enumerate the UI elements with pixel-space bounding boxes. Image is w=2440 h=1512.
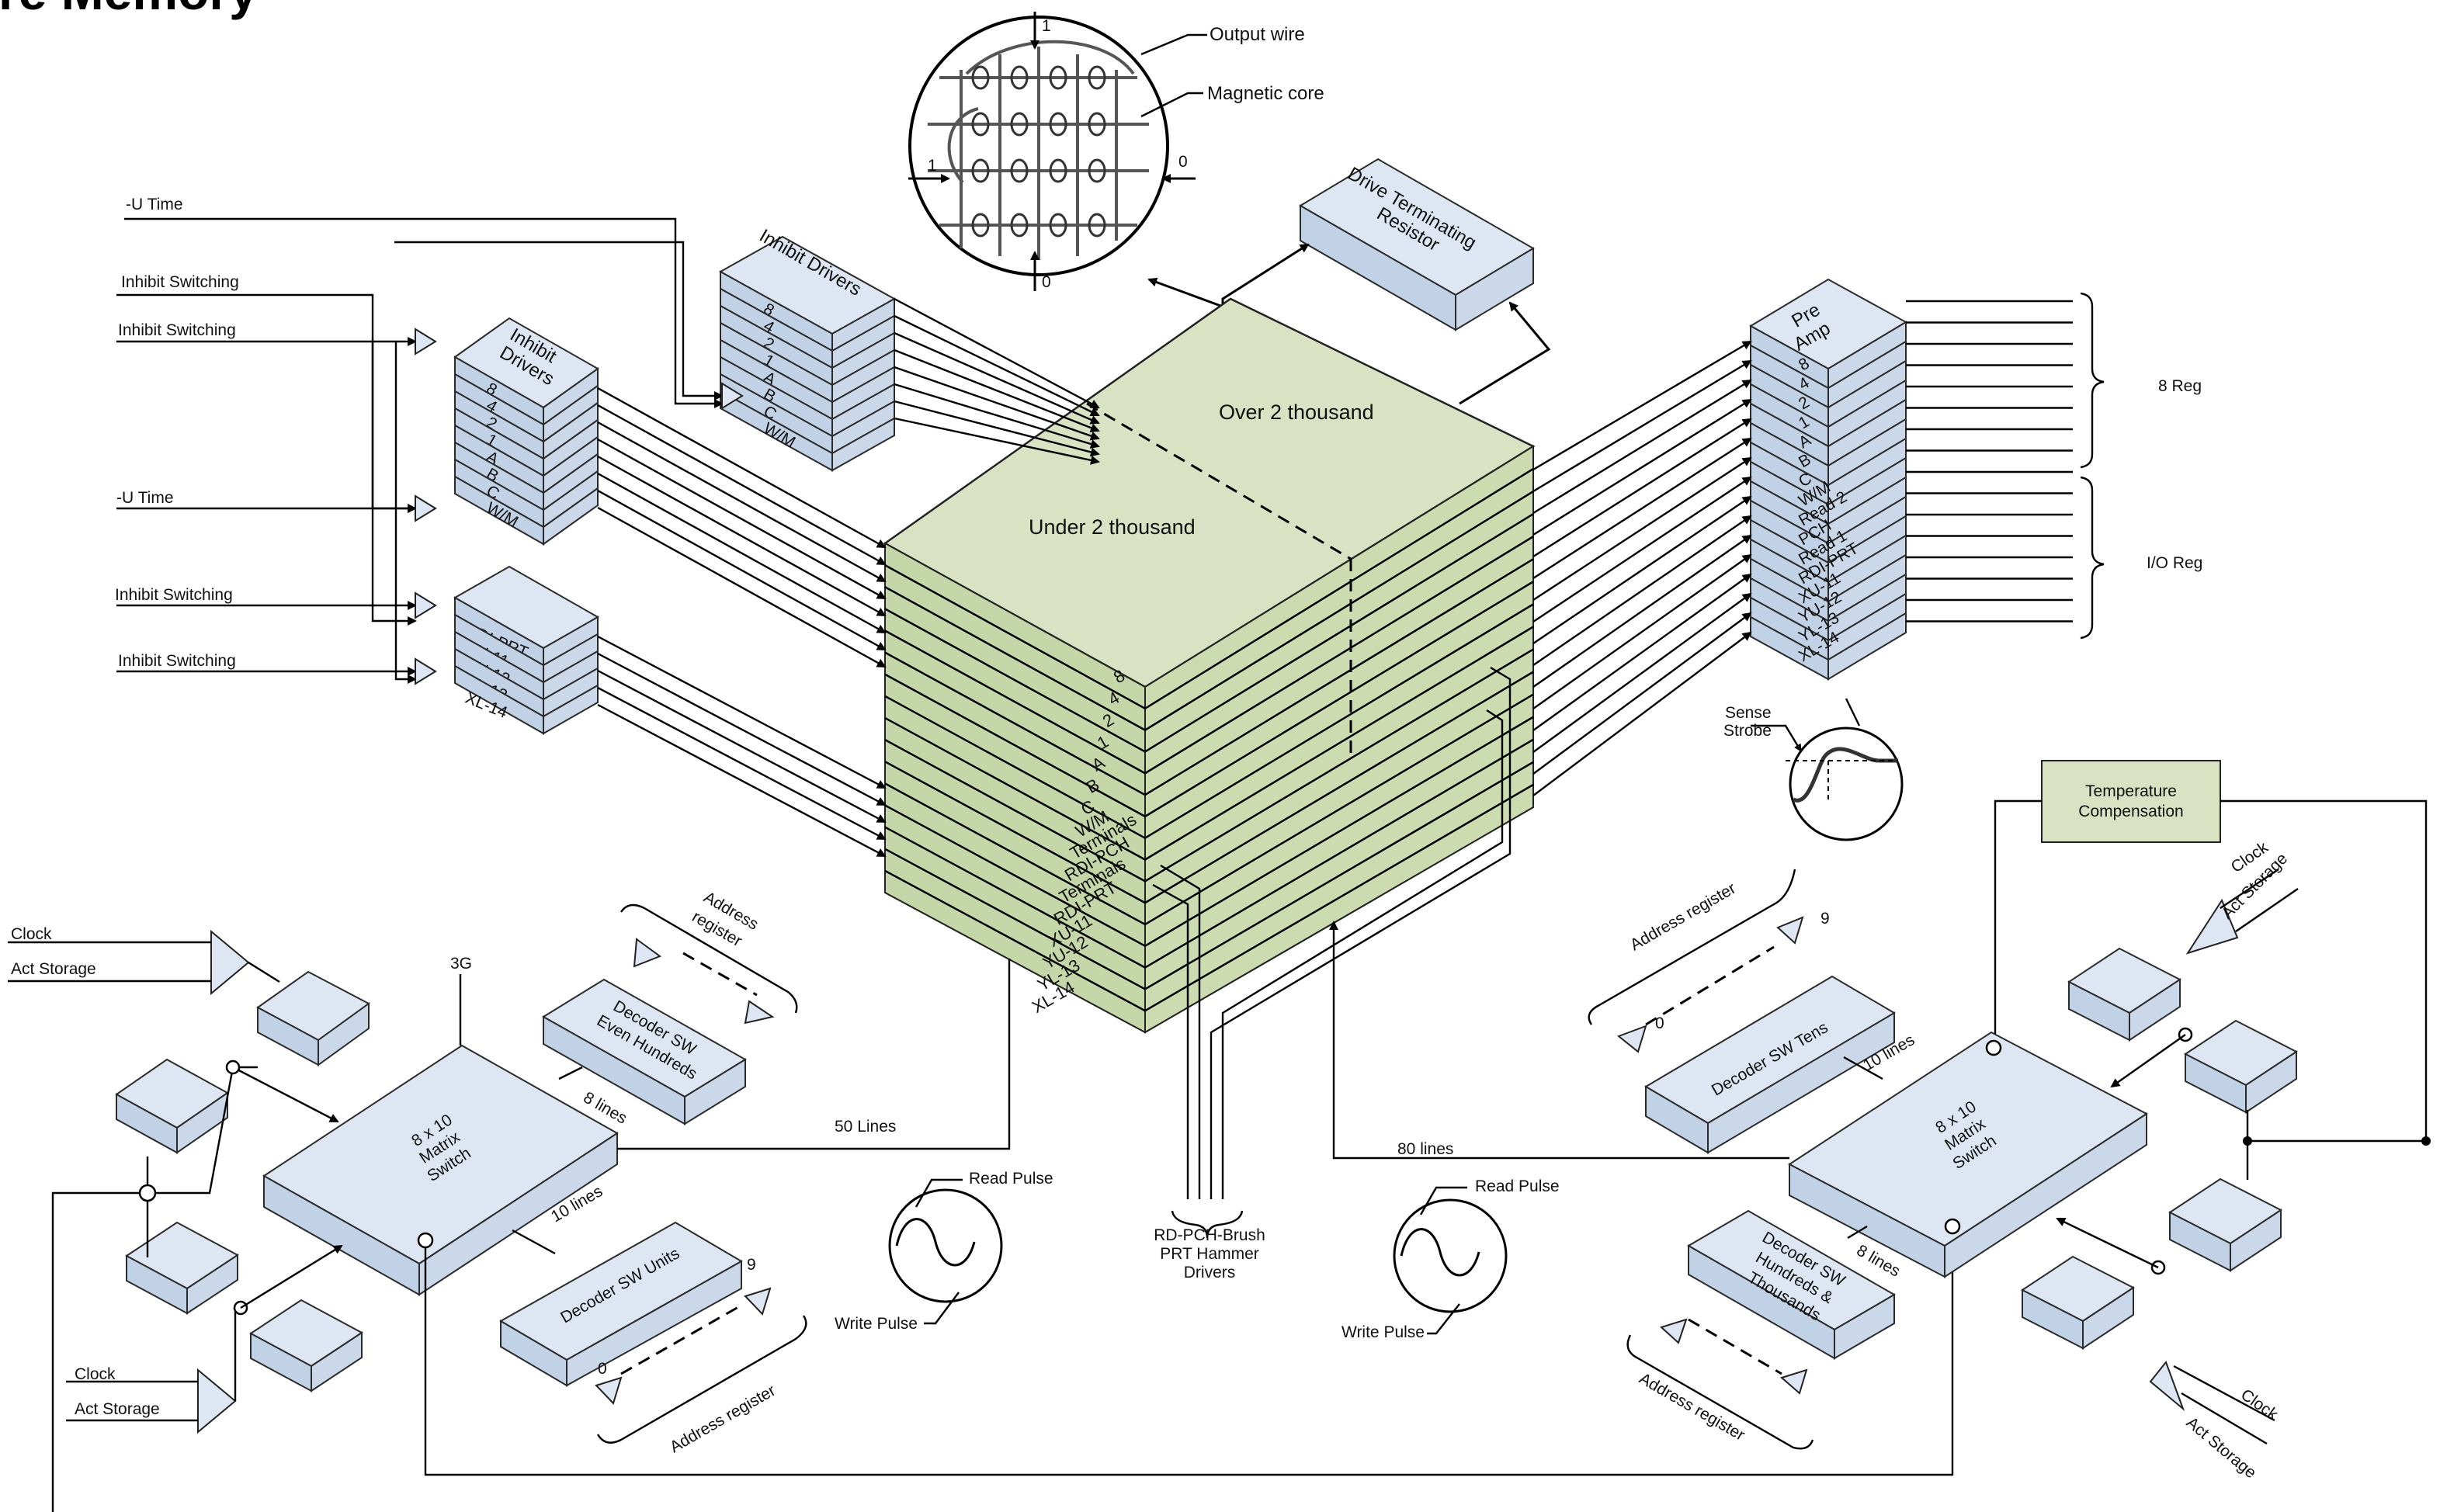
right-80-lines-label: 80 lines: [1397, 1140, 1453, 1158]
temp-comp-line1: Temperature: [2085, 782, 2177, 800]
sense-strobe: Sense Strobe: [1723, 698, 1904, 841]
left-clock-label: Clock: [11, 925, 52, 943]
input-inhibit-switching-3: Inhibit Switching: [115, 586, 233, 604]
core-bottom-bit: 0: [1042, 273, 1051, 291]
left-act-storage-label: Act Storage: [11, 960, 96, 978]
input-inhibit-switching-2: Inhibit Switching: [118, 321, 236, 339]
left-inputs: -U Time Inhibit Switching Inhibit Switch…: [115, 196, 239, 670]
under-2k-label: Under 2 thousand: [1029, 515, 1196, 539]
reg-8-label: 8 Reg: [2158, 377, 2202, 395]
magnetic-core-label: Magnetic core: [1207, 83, 1324, 104]
strobe-label: Strobe: [1723, 722, 1772, 740]
three-g-label: 3G: [450, 955, 472, 973]
left-nine-label: 9: [747, 1256, 756, 1274]
right-addr-reg-hund-label: Address register: [1637, 1369, 1748, 1444]
pulse-right: Read Pulse Write Pulse: [1341, 1177, 1560, 1341]
right-switch-area: 8 x 10 Matrix Switch Decoder SW Tens Dec…: [1329, 838, 2431, 1482]
right-addr-reg-tens-label: Address register: [1627, 879, 1739, 954]
input-u-time-1: -U Time: [126, 196, 183, 213]
left-read-pulse-label: Read Pulse: [969, 1170, 1053, 1188]
hammer-line3: Drivers: [1184, 1264, 1236, 1281]
left-act-storage2-label: Act Storage: [75, 1400, 160, 1418]
core-top-bit: 1: [1042, 17, 1051, 35]
right-read-pulse-label: Read Pulse: [1475, 1177, 1560, 1195]
left-zero-label: 0: [598, 1360, 607, 1378]
hammer-line1: RD-PCH-Brush: [1154, 1226, 1265, 1244]
input-u-time-2: -U Time: [116, 489, 174, 507]
core-left-bit: 1: [928, 157, 937, 175]
left-50-lines-label: 50 Lines: [835, 1118, 896, 1136]
core-right-bit: 0: [1178, 153, 1188, 171]
input-inhibit-switching-1: Inhibit Switching: [121, 273, 239, 291]
hammer-line2: PRT Hammer: [1160, 1245, 1259, 1263]
sense-label: Sense: [1725, 704, 1772, 722]
temp-comp-line2: Compensation: [2078, 803, 2183, 820]
left-switch-area: 8 x 10 Matrix Switch Decoder SW Even Hun…: [8, 888, 1954, 1512]
left-write-pulse-label: Write Pulse: [835, 1315, 918, 1333]
right-write-pulse-label: Write Pulse: [1341, 1323, 1425, 1341]
page-title: Core Memory: [0, 0, 258, 20]
core-stack: Over 2 thousand Under 2 thousand 8421ABC…: [883, 297, 1536, 1034]
input-inhibit-switching-4: Inhibit Switching: [118, 652, 236, 670]
register-braces: 8 Reg I/O Reg: [2080, 292, 2202, 640]
core-detail: 1 1 0 0 Output wire Magnetic core: [908, 12, 1324, 291]
over-2k-label: Over 2 thousand: [1219, 401, 1374, 424]
left-clock2-label: Clock: [75, 1365, 116, 1383]
drive-terminating-resistor: Drive Terminating Resistor: [1299, 158, 1535, 331]
left-addr-reg-label: Address register: [667, 1382, 779, 1456]
right-clock2-label: Clock: [2237, 1385, 2282, 1424]
output-wire-label: Output wire: [1210, 24, 1305, 45]
pulse-left: Read Pulse Write Pulse: [835, 1170, 1053, 1333]
right-zero-label: 0: [1655, 1014, 1664, 1032]
hammer-drivers: RD-PCH-Brush PRT Hammer Drivers: [1152, 666, 1512, 1281]
temperature-compensation: Temperature Compensation: [1994, 760, 2428, 1139]
right-nine-label: 9: [1820, 910, 1830, 928]
right-act-storage2-label: Act Storage: [2183, 1413, 2260, 1482]
reg-io-label: I/O Reg: [2147, 554, 2202, 572]
